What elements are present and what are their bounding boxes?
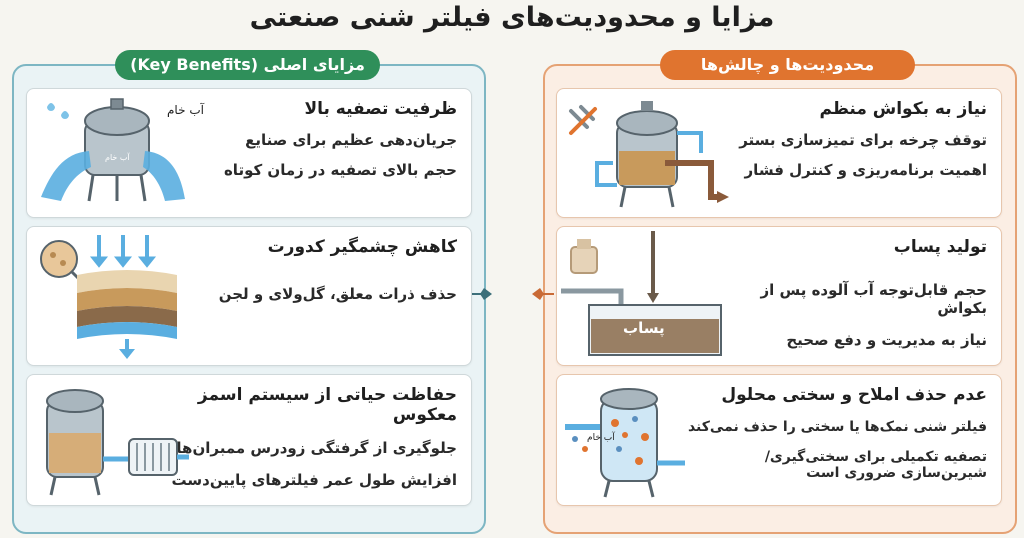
benefits-header: مزایای اصلی (Key Benefits) (115, 50, 380, 80)
water-tank-flow-icon (41, 98, 185, 202)
limit-line: حجم قابل‌توجه آب آلوده پس از بکواش (760, 281, 987, 317)
limit-title: عدم حذف املاح و سختی محلول (721, 385, 987, 405)
benefit-card-turbidity: کاهش چشمگیر کدورت حذف ذرات معلق، گل‌ولای… (26, 226, 472, 366)
benefit-card-capacity: ظرفیت تصفیه بالا جریان‌دهی عظیم برای صنا… (26, 88, 472, 218)
dissolved-salts-tank-icon (565, 388, 685, 498)
benefit-card-ro-protection: حفاظت حیاتی از سیستم اسمز معکوس جلوگیری … (26, 374, 472, 506)
limit-card-backwash: نیاز به بکواش منظم توقف چرخه برای تمیزسا… (556, 88, 1002, 218)
benefit-line: جلوگیری از گرفتگی زودرس ممبران‌ها (176, 439, 457, 457)
wastewater-basin-icon (561, 231, 722, 356)
limit-title: تولید پساب (893, 237, 987, 257)
tank-label: آب خام (105, 153, 130, 162)
ro-membrane-icon (46, 389, 189, 496)
benefit-title: حفاظت حیاتی از سیستم اسمز معکوس (197, 385, 457, 425)
benefit-line: حذف ذرات معلق، گل‌ولای و لجن (218, 285, 457, 303)
page-title: مزایا و محدودیت‌های فیلتر شنی صنعتی (249, 2, 775, 33)
limit-line: توقف چرخه برای تمیزسازی بستر (739, 131, 987, 149)
limit-line: نیاز به مدیریت و دفع صحیح (786, 331, 987, 349)
limit-card-salts: عدم حذف املاح و سختی محلول فیلتر شنی نمک… (556, 374, 1002, 506)
wastewater-label: پساب (623, 319, 665, 337)
raw-water-label: آب خام (167, 103, 204, 117)
limit-line: اهمیت برنامه‌ریزی و کنترل فشار (744, 161, 987, 179)
benefit-title: کاهش چشمگیر کدورت (267, 237, 457, 257)
connector-left-icon (470, 288, 492, 300)
limit-line: تصفیه تکمیلی برای سختی‌گیری/شیرین‌سازی ض… (764, 449, 987, 481)
benefit-line: جریان‌دهی عظیم برای صنایع (245, 131, 457, 149)
raw-water-label: آب خام (587, 433, 615, 443)
limit-line: فیلتر شنی نمک‌ها یا سختی را حذف نمی‌کند (687, 419, 987, 435)
benefit-title: ظرفیت تصفیه بالا (304, 99, 457, 119)
limit-title: نیاز به بکواش منظم (819, 99, 987, 119)
backwash-tank-icon (569, 101, 729, 208)
limitations-header: محدودیت‌ها و چالش‌ها (660, 50, 915, 80)
limit-card-wastewater: تولید پساب حجم قابل‌توجه آب آلوده پس از … (556, 226, 1002, 366)
benefit-line: حجم بالای تصفیه در زمان کوتاه (223, 161, 457, 179)
sand-layers-icon (40, 235, 177, 359)
connector-right-icon (532, 288, 554, 300)
benefit-line: افزایش طول عمر فیلترهای پایین‌دست (171, 471, 458, 489)
